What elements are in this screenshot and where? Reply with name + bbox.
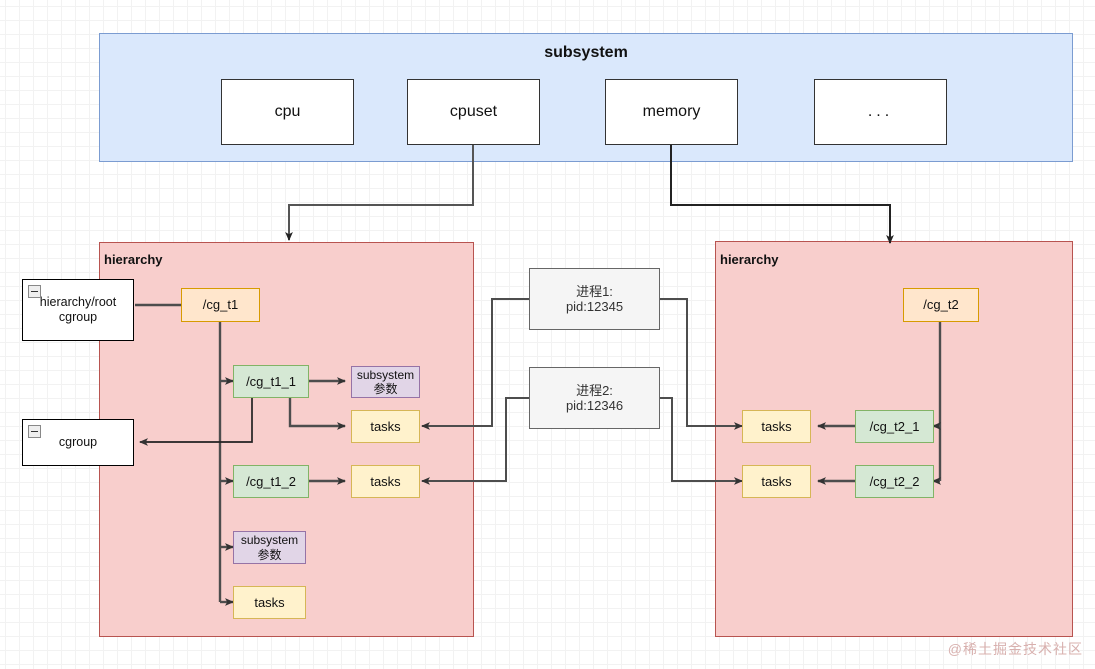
collapse-minus-icon[interactable] <box>28 285 41 298</box>
param-line-2: 参数 <box>373 382 398 396</box>
tasks-node-cg-t1-2[interactable]: tasks <box>351 465 420 498</box>
note-text: cgroup <box>55 435 101 450</box>
process-name: 进程1: <box>576 283 613 299</box>
note-line-1: hierarchy/root <box>39 295 117 310</box>
subsystem-box-cpu[interactable]: cpu <box>221 79 354 145</box>
subsystem-params-cg-t1-1[interactable]: subsystem 参数 <box>351 366 420 398</box>
tasks-node-cg-t1[interactable]: tasks <box>233 586 306 619</box>
watermark: @稀土掘金技术社区 <box>947 641 1083 657</box>
note-cgroup[interactable]: cgroup <box>22 419 134 466</box>
subsystem-box-memory[interactable]: memory <box>605 79 738 145</box>
note-line-2: cgroup <box>58 310 98 324</box>
note-hierarchy-root-cgroup[interactable]: hierarchy/root cgroup <box>22 279 134 341</box>
tasks-node-cg-t2-2[interactable]: tasks <box>742 465 811 498</box>
cgroup-node-cg-t2-2[interactable]: /cg_t2_2 <box>855 465 934 498</box>
subsystem-panel-title: subsystem <box>544 44 628 61</box>
process-pid: pid:12345 <box>565 299 624 314</box>
process-pid: pid:12346 <box>565 398 624 413</box>
tasks-node-cg-t1-1[interactable]: tasks <box>351 410 420 443</box>
param-line-2: 参数 <box>257 547 282 562</box>
subsystem-box-ellipsis[interactable]: ... <box>814 79 947 145</box>
process-name: 进程2: <box>576 382 613 398</box>
cgroup-node-cg-t2[interactable]: /cg_t2 <box>903 288 979 322</box>
note-line-1: cgroup <box>58 435 98 450</box>
hierarchy-right-title: hierarchy <box>720 252 779 267</box>
process-box-2[interactable]: 进程2: pid:12346 <box>529 367 660 429</box>
param-line-1: subsystem <box>356 367 415 382</box>
subsystem-params-cg-t1[interactable]: subsystem 参数 <box>233 531 306 564</box>
param-line-1: subsystem <box>240 533 299 548</box>
note-text: hierarchy/root cgroup <box>36 295 120 325</box>
tasks-node-cg-t2-1[interactable]: tasks <box>742 410 811 443</box>
collapse-minus-icon[interactable] <box>28 425 41 438</box>
cgroup-node-cg-t1[interactable]: /cg_t1 <box>181 288 260 322</box>
process-box-1[interactable]: 进程1: pid:12345 <box>529 268 660 330</box>
cgroup-node-cg-t1-1[interactable]: /cg_t1_1 <box>233 365 309 398</box>
cgroup-node-cg-t1-2[interactable]: /cg_t1_2 <box>233 465 309 498</box>
subsystem-box-cpuset[interactable]: cpuset <box>407 79 540 145</box>
cgroup-node-cg-t2-1[interactable]: /cg_t2_1 <box>855 410 934 443</box>
hierarchy-left-title: hierarchy <box>104 252 163 267</box>
